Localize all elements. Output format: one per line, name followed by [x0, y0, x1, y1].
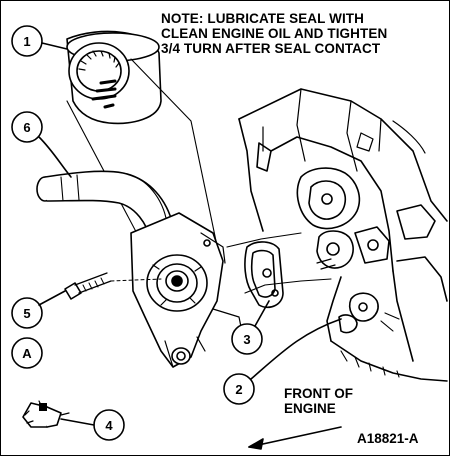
callout-1-label: 1 — [23, 34, 30, 49]
callout-A — [11, 337, 43, 369]
callout-2-label: 2 — [235, 382, 242, 397]
oil-filter — [66, 30, 217, 280]
adapter-bolt — [64, 272, 162, 300]
note-line-2: CLEAN ENGINE OIL AND TIGHTEN — [161, 26, 388, 41]
callout-A-label: A — [22, 346, 32, 361]
adapter-gasket — [244, 241, 284, 309]
callout-1 — [11, 25, 68, 57]
callout-3-label: 3 — [243, 332, 250, 347]
callout-6-label: 6 — [23, 120, 30, 135]
callout-5 — [11, 290, 66, 329]
callout-5-label: 5 — [23, 306, 30, 321]
callout-4 — [60, 409, 125, 441]
figure-id: A18821-A — [357, 431, 419, 446]
lubrication-note: NOTE: LUBRICATE SEAL WITH CLEAN ENGINE O… — [161, 11, 446, 56]
oil-pressure-sender — [22, 400, 70, 428]
engine-block — [226, 88, 448, 382]
note-line-1: NOTE: LUBRICATE SEAL WITH — [161, 11, 364, 26]
front-of-engine-arrow — [248, 426, 342, 450]
callout-3 — [231, 300, 270, 355]
oil-filter-adapter — [130, 212, 242, 368]
callout-2 — [223, 318, 342, 405]
front-label-line-2: ENGINE — [284, 401, 336, 416]
note-line-3: 3/4 TURN AFTER SEAL CONTACT — [161, 41, 381, 56]
callout-6 — [11, 111, 72, 178]
front-of-engine-label: FRONT OF ENGINE — [284, 386, 353, 416]
front-label-line-1: FRONT OF — [284, 386, 353, 401]
callout-4-label: 4 — [105, 418, 113, 433]
